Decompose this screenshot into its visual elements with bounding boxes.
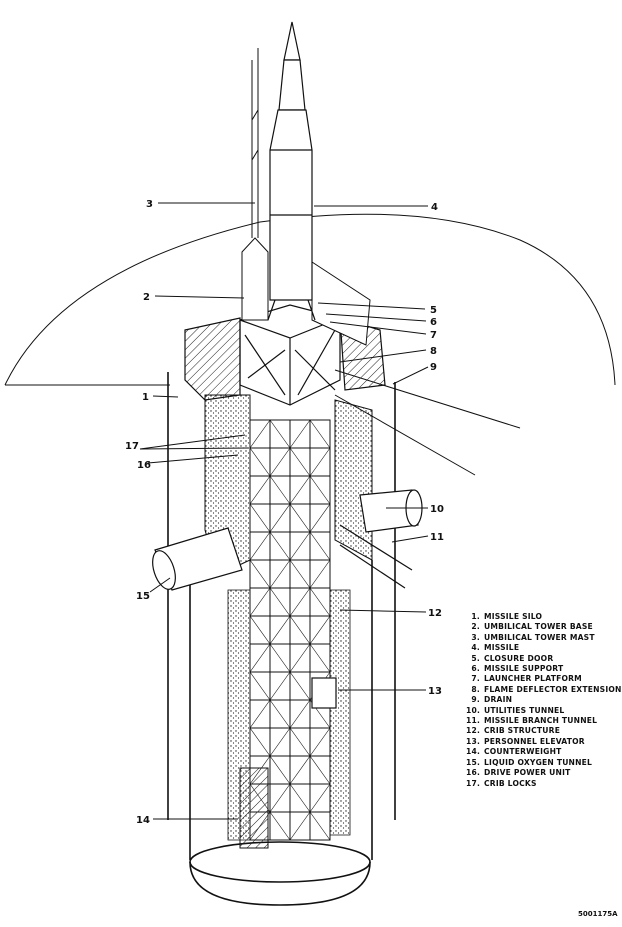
legend-label: MISSILE BRANCH TUNNEL (484, 716, 598, 726)
legend-number: 2. (471, 622, 480, 632)
legend-number: 13. (466, 736, 481, 746)
legend-number: 15. (466, 757, 481, 767)
missile-branch-tunnel (339, 524, 413, 589)
legend-item: 12.CRIB STRUCTURE (466, 726, 622, 736)
legend-item: 14.COUNTERWEIGHT (466, 747, 622, 757)
legend-number: 16. (466, 768, 481, 778)
callout-13: 13 (428, 686, 442, 697)
legend-label: COUNTERWEIGHT (484, 747, 562, 757)
legend-label: FLAME DEFLECTOR EXTENSION (484, 684, 622, 694)
callout-10: 10 (430, 504, 444, 515)
silo-concrete-wall (204, 394, 373, 841)
legend-number: 3. (471, 632, 480, 642)
legend-number: 4. (471, 643, 480, 653)
legend-number: 5. (471, 653, 480, 663)
callout-2: 2 (143, 292, 150, 303)
legend-item: 8. FLAME DEFLECTOR EXTENSION (466, 685, 622, 695)
legend-label: LAUNCHER PLATFORM (484, 674, 582, 684)
callout-17: 17 (125, 441, 139, 452)
legend-number: 7. (471, 674, 480, 684)
legend-item: 1. MISSILE SILO (466, 612, 622, 622)
callout-8: 8 (430, 346, 437, 357)
legend-item: 7. LAUNCHER PLATFORM (466, 674, 622, 684)
legend-item: 4. MISSILE (466, 643, 622, 653)
callout-11: 11 (430, 532, 444, 543)
legend-label: DRIVE POWER UNIT (484, 768, 571, 778)
callout-7: 7 (430, 330, 437, 341)
legend-number: 10. (466, 705, 481, 715)
missile (267, 21, 316, 321)
legend-label: MISSILE SILO (484, 612, 543, 621)
personnel-elevator (311, 677, 337, 709)
legend-item: 11.MISSILE BRANCH TUNNEL (466, 716, 622, 726)
callout-4: 4 (431, 202, 438, 213)
callout-1: 1 (142, 392, 149, 403)
callout-14: 14 (136, 815, 150, 826)
flame-deflector-extension (334, 369, 521, 476)
umbilical-tower (241, 48, 269, 321)
legend-item: 15.LIQUID OXYGEN TUNNEL (466, 758, 622, 768)
legend-number: 12. (466, 726, 481, 736)
legend-label: MISSILE (484, 643, 520, 653)
drawing-id: 5001175A (578, 910, 618, 918)
legend-item: 17.CRIB LOCKS (466, 779, 622, 789)
legend-item: 13.PERSONNEL ELEVATOR (466, 737, 622, 747)
legend-label: UMBILICAL TOWER MAST (484, 632, 595, 642)
utilities-tunnel (359, 489, 423, 533)
closure-door (311, 261, 371, 346)
callout-9: 9 (430, 362, 437, 373)
legend-label: CRIB LOCKS (484, 778, 537, 788)
legend-item: 16.DRIVE POWER UNIT (466, 768, 622, 778)
callout-15: 15 (136, 591, 150, 602)
callout-numbers: 1 2 3 4 5 6 7 8 9 10 11 12 13 14 15 16 1… (125, 199, 444, 826)
legend-label: MISSILE SUPPORT (484, 664, 564, 674)
legend-label: DRAIN (484, 695, 513, 705)
callout-5: 5 (430, 305, 437, 316)
launcher-platform (184, 304, 386, 406)
silo-cylinder (167, 372, 396, 906)
legend-label: PERSONNEL ELEVATOR (484, 736, 585, 746)
legend-number: 1. (471, 612, 480, 621)
legend-item: 3. UMBILICAL TOWER MAST (466, 633, 622, 643)
counterweight (239, 767, 269, 849)
legend-number: 14. (466, 747, 481, 757)
callout-3: 3 (146, 199, 153, 210)
callout-12: 12 (428, 608, 442, 619)
legend-number: 11. (466, 716, 481, 726)
legend-number: 9. (471, 695, 480, 705)
callout-leaders (139, 202, 429, 820)
callout-6: 6 (430, 317, 437, 328)
legend-item: 2. UMBILICAL TOWER BASE (466, 622, 622, 632)
callout-16: 16 (137, 460, 151, 471)
legend-number: 8. (471, 684, 480, 694)
liquid-oxygen-tunnel (152, 527, 243, 591)
legend-item: 6. MISSILE SUPPORT (466, 664, 622, 674)
legend-label: CRIB STRUCTURE (484, 726, 561, 736)
component-legend: 1. MISSILE SILO 2. UMBILICAL TOWER BASE 3.… (466, 612, 622, 789)
legend-number: 17. (466, 778, 481, 788)
legend-item: 5. CLOSURE DOOR (466, 654, 622, 664)
ground-dome (4, 213, 616, 386)
legend-number: 6. (471, 664, 480, 674)
legend-label: LIQUID OXYGEN TUNNEL (484, 757, 593, 767)
legend-label: UTILITIES TUNNEL (484, 705, 565, 715)
legend-label: CLOSURE DOOR (484, 653, 554, 663)
legend-item: 10.UTILITIES TUNNEL (466, 706, 622, 716)
crib-structure (249, 419, 331, 841)
legend-label: UMBILICAL TOWER BASE (484, 622, 593, 632)
legend-item: 9. DRAIN (466, 695, 622, 705)
